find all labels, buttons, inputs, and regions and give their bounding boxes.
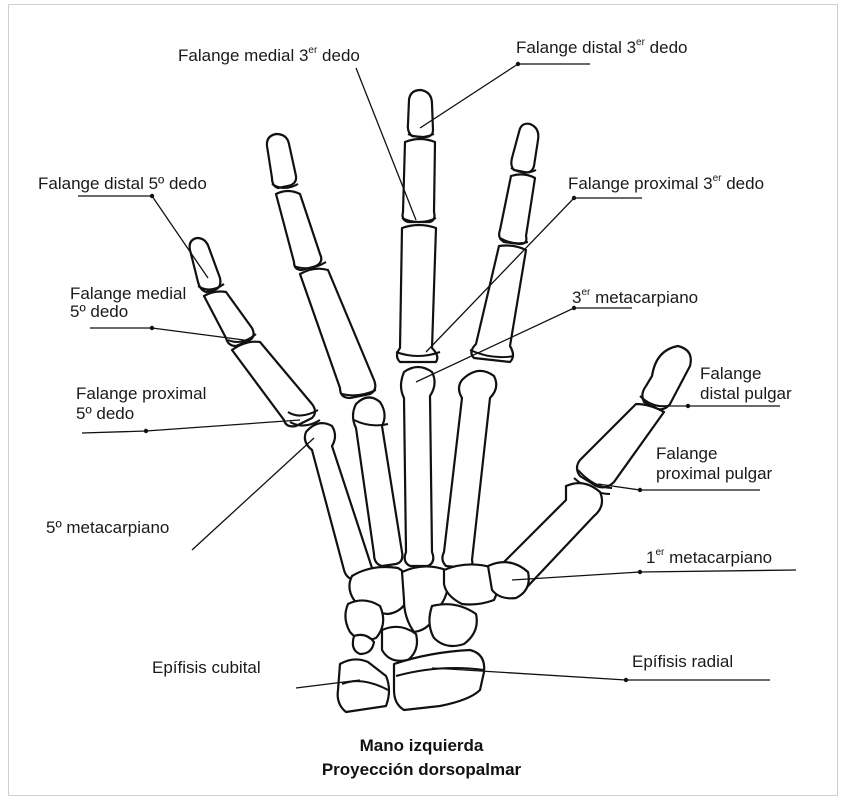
distal-phalanx-5 bbox=[190, 238, 221, 292]
proximal-phalanx-5 bbox=[232, 342, 315, 427]
carpal-bones bbox=[345, 562, 528, 661]
label-proximal-phalanx-thumb-line1: Falange bbox=[656, 444, 717, 464]
medial-phalanx-4 bbox=[499, 174, 535, 244]
distal-phalanx-thumb bbox=[642, 346, 690, 409]
forearm-bones bbox=[338, 650, 485, 712]
carpal-triquetrum bbox=[345, 600, 383, 640]
proximal-phalanx-2 bbox=[300, 269, 375, 398]
label-proximal-phalanx-5-line2: 5º dedo bbox=[76, 404, 134, 424]
distal-phalanx-2 bbox=[267, 134, 296, 188]
medial-phalanx-3 bbox=[403, 139, 435, 222]
label-proximal-phalanx-3: Falange proximal 3er dedo bbox=[568, 174, 764, 194]
fourth-finger-bones bbox=[442, 124, 538, 568]
label-epiphysis-ulnar: Epífisis cubital bbox=[152, 658, 261, 678]
label-medial-phalanx-3: Falange medial 3er dedo bbox=[178, 46, 360, 66]
metacarpal-4 bbox=[442, 371, 496, 568]
label-proximal-phalanx-5-line1: Falange proximal bbox=[76, 384, 206, 404]
carpal-lunate bbox=[382, 627, 417, 661]
proximal-phalanx-thumb bbox=[577, 404, 664, 487]
radius-epiphysis bbox=[394, 650, 484, 710]
carpal-pisiform bbox=[353, 635, 374, 654]
proximal-phalanx-4 bbox=[471, 246, 526, 363]
label-metacarpal-5: 5º metacarpiano bbox=[46, 518, 169, 538]
fifth-finger-bones bbox=[190, 238, 373, 580]
distal-phalanx-3 bbox=[408, 90, 433, 137]
third-finger-bones bbox=[396, 90, 440, 566]
leader-proximal-thumb bbox=[598, 484, 760, 490]
leader-proximal-3 bbox=[426, 198, 642, 352]
label-medial-phalanx-5-line1: Falange medial bbox=[70, 284, 186, 304]
medial-phalanx-2 bbox=[276, 191, 321, 270]
metacarpal-3 bbox=[401, 367, 435, 566]
label-distal-phalanx-3: Falange distal 3er dedo bbox=[516, 38, 687, 58]
label-distal-phalanx-5: Falange distal 5º dedo bbox=[38, 174, 207, 194]
label-distal-phalanx-thumb-line2: distal pulgar bbox=[700, 384, 792, 404]
label-metacarpal-3: 3er metacarpiano bbox=[572, 288, 698, 308]
leader-metacarpal-1 bbox=[512, 570, 796, 580]
carpal-scaphoid bbox=[429, 604, 476, 646]
label-distal-phalanx-thumb-line1: Falange bbox=[700, 364, 761, 384]
caption-title: Mano izquierda bbox=[0, 736, 843, 756]
proximal-phalanx-3 bbox=[397, 225, 437, 362]
label-metacarpal-1: 1er metacarpiano bbox=[646, 548, 772, 568]
distal-phalanx-4 bbox=[511, 124, 538, 173]
label-proximal-phalanx-thumb-line2: proximal pulgar bbox=[656, 464, 772, 484]
carpal-trapezium bbox=[488, 562, 529, 598]
leader-metacarpal-5 bbox=[192, 438, 314, 550]
leader-distal-5 bbox=[78, 196, 208, 278]
label-medial-phalanx-5-line2: 5º dedo bbox=[70, 302, 128, 322]
label-epiphysis-radial: Epífisis radial bbox=[632, 652, 733, 672]
caption-subtitle: Proyección dorsopalmar bbox=[0, 760, 843, 780]
leader-distal-3 bbox=[420, 64, 590, 128]
leader-metacarpal-3 bbox=[416, 308, 632, 382]
